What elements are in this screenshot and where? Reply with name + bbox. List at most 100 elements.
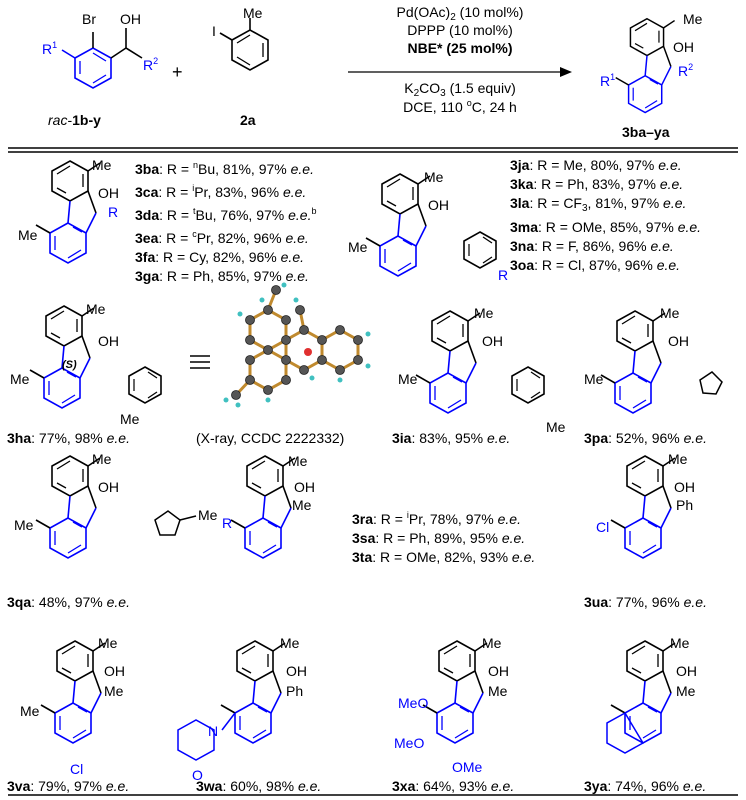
oh-label-2: OH — [428, 197, 449, 213]
me-3qa: Me — [92, 451, 112, 467]
r2-atom: R2 — [143, 56, 159, 73]
product-r1: R1 — [600, 72, 616, 89]
oh-3xa: OH — [488, 663, 509, 679]
xray-label: (X-ray, CCDC 2222332) — [196, 430, 345, 446]
oh-3ua: OH — [674, 479, 695, 495]
label-3ya: 3ya: 74%, 96% e.e. — [584, 778, 707, 794]
label-3ia: 3ia: 83%, 95% e.e. — [392, 430, 511, 446]
entry-3la: 3la: R = CF3, 81%, 97% e.e. — [510, 195, 687, 214]
ph-3ua: Ph — [676, 497, 694, 513]
r-label: R — [108, 204, 119, 220]
me-3ra-2: Me — [292, 497, 312, 513]
me-3ua: Me — [668, 451, 688, 467]
label-3ha: 3ha: 77%, 98% e.e. — [7, 430, 130, 446]
oh-3va: OH — [104, 663, 125, 679]
reagent-2a-label: 2a — [240, 112, 256, 128]
me-3va-3: Me — [20, 703, 40, 719]
reagent-1-label: rac-1b-y — [48, 112, 101, 128]
cl-3ua: Cl — [596, 519, 610, 535]
condition-line-3: NBE* (25 mol%) — [407, 40, 513, 56]
ph-3wa: Ph — [286, 683, 304, 699]
me-3ia-3: Me — [546, 419, 566, 435]
label-3va: 3va: 79%, 97% e.e. — [7, 778, 130, 794]
entry-3oa: 3oa: R = Cl, 87%, 96% e.e. — [510, 257, 681, 273]
entry-3ea: 3ea: R = cPr, 82%, 96% e.e. — [135, 229, 309, 246]
me-3ha-2: Me — [10, 371, 30, 387]
label-3pa: 3pa: 52%, 96% e.e. — [584, 430, 707, 446]
cl-3va: Cl — [70, 761, 84, 777]
me-3ya: Me — [670, 635, 690, 651]
product-oh: OH — [673, 39, 694, 55]
ome-3xa-3: OMe — [452, 759, 483, 775]
oh-3wa: OH — [286, 663, 307, 679]
me-label-3: Me — [424, 169, 444, 185]
br-atom: Br — [82, 11, 96, 27]
ome-3xa-1: MeO — [398, 695, 429, 711]
me-label: Me — [92, 157, 112, 173]
r-3ra: R — [222, 515, 233, 531]
me-3ia-2: Me — [398, 371, 418, 387]
entry-3ja: 3ja: R = Me, 80%, 97% e.e. — [510, 157, 682, 173]
iodine-atom: I — [212, 23, 216, 39]
entry-3ra: 3ra: R = iPr, 78%, 97% e.e. — [352, 510, 521, 527]
me-3xa-2: Me — [488, 683, 508, 699]
label-3qa: 3qa: 48%, 97% e.e. — [7, 594, 130, 610]
entry-3ma: 3ma: R = OMe, 85%, 97% e.e. — [510, 219, 702, 235]
me-3qa-3: Me — [198, 507, 218, 523]
me-3ha: Me — [86, 301, 106, 317]
entry-3fa: 3fa: R = Cy, 82%, 96% e.e. — [135, 249, 304, 265]
me-3pa-2: Me — [584, 371, 604, 387]
series-b-list: 3ja: R = Me, 80%, 97% e.e. 3ka: R = Ph, … — [510, 156, 701, 275]
oh-label: OH — [98, 185, 119, 201]
label-3wa: 3wa: 60%, 98% e.e. — [196, 778, 322, 794]
oh-3qa: OH — [98, 479, 119, 495]
me-label-4: Me — [348, 239, 368, 255]
me-3pa: Me — [660, 305, 680, 321]
r-label-2: R — [498, 267, 509, 283]
oh-3ya: OH — [676, 663, 697, 679]
me-3ha-3: Me — [120, 411, 140, 427]
oh-3ia: OH — [482, 333, 503, 349]
condition-line-1: Pd(OAc)2 (10 mol%) — [396, 4, 524, 23]
product-label: 3ba–ya — [622, 124, 670, 140]
condition-line-4: K2CO3 (1.5 equiv) — [404, 80, 516, 99]
entry-3ca: 3ca: R = iPr, 83%, 96% e.e. — [135, 183, 307, 200]
entry-3da: 3da: R = tBu, 76%, 97% e.e.b — [135, 206, 317, 223]
entry-3ba: 3ba: R = nBu, 81%, 97% e.e. — [135, 160, 314, 177]
condition-line-2: DPPP (10 mol%) — [407, 22, 513, 38]
oh-3ha: OH — [98, 333, 119, 349]
stereo-label: (S) — [62, 359, 77, 371]
condition-line-5: DCE, 110 oC, 24 h — [403, 98, 517, 115]
oh-atom: OH — [120, 11, 141, 27]
entry-3na: 3na: R = F, 86%, 96% e.e. — [510, 238, 674, 254]
entry-3ka: 3ka: R = Ph, 83%, 97% e.e. — [510, 176, 684, 192]
o-3wa: O — [192, 767, 203, 783]
me-3va-2: Me — [104, 683, 124, 699]
me-3xa: Me — [482, 635, 502, 651]
me-3va: Me — [98, 635, 118, 651]
oh-3ra: OH — [294, 479, 315, 495]
me-3wa: Me — [280, 635, 300, 651]
plus-sign: + — [172, 62, 183, 82]
product-r2: R2 — [678, 62, 694, 79]
entry-3ga: 3ga: R = Ph, 85%, 97% e.e. — [135, 268, 309, 284]
product-me: Me — [683, 11, 703, 27]
oh-3pa: OH — [668, 333, 689, 349]
me-3ya-2: Me — [676, 683, 696, 699]
me-3ra: Me — [288, 453, 308, 469]
n-3wa: N — [208, 723, 219, 739]
me-3qa-2: Me — [14, 517, 34, 533]
me-3ia: Me — [474, 305, 494, 321]
me-label-2: Me — [18, 227, 38, 243]
series-c-list: 3ra: R = iPr, 78%, 97% e.e. 3sa: R = Ph,… — [352, 506, 535, 567]
entry-3ta: 3ta: R = OMe, 82%, 93% e.e. — [352, 549, 536, 565]
r1-atom: R1 — [42, 40, 58, 57]
label-3xa: 3xa: 64%, 93% e.e. — [392, 778, 515, 794]
series-a-list: 3ba: R = nBu, 81%, 97% e.e. 3ca: R = iPr… — [135, 156, 317, 286]
ome-3xa-2: MeO — [394, 735, 425, 751]
entry-3sa: 3sa: R = Ph, 89%, 95% e.e. — [352, 530, 526, 546]
label-3ua: 3ua: 77%, 96% e.e. — [584, 594, 707, 610]
me-atom: Me — [243, 5, 263, 21]
